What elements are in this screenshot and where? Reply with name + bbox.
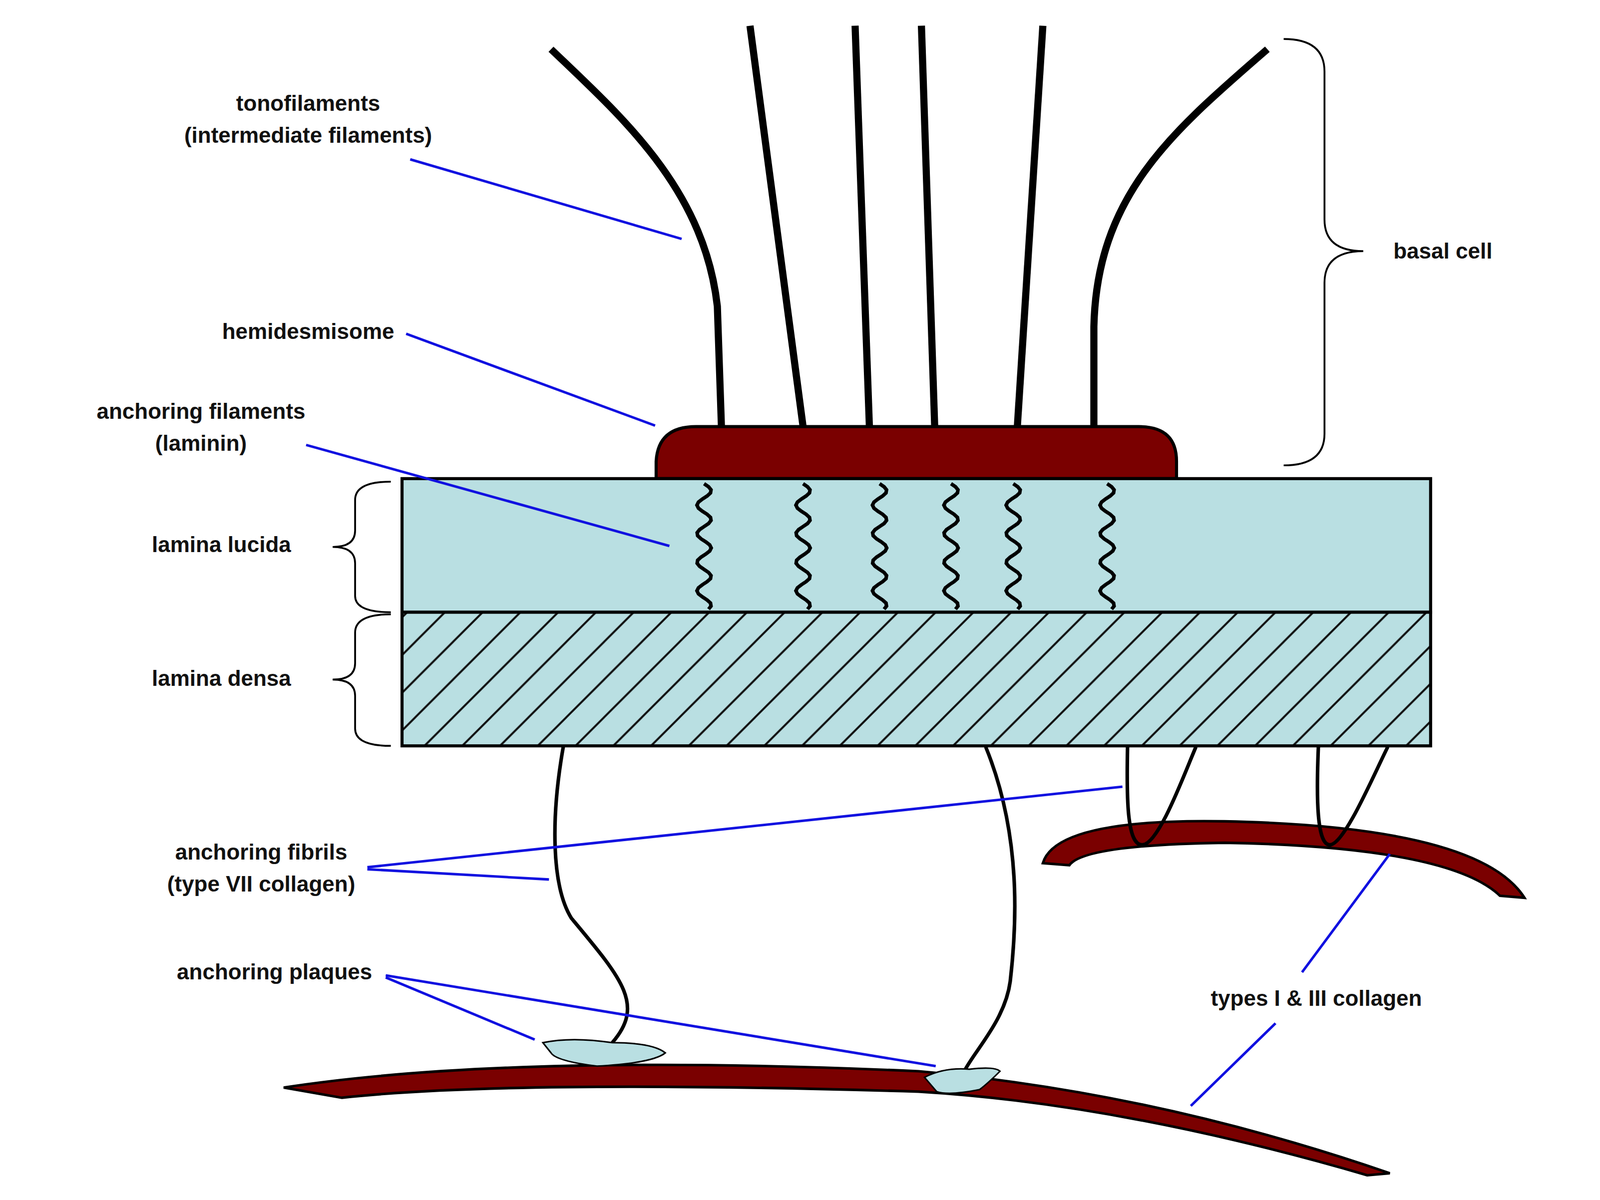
- lamina-lucida: [401, 478, 1431, 613]
- hemidesmosome-label: hemidesmisome: [222, 315, 395, 348]
- collagen-label: types I & III collagen: [1210, 983, 1422, 1016]
- anchoring-plaque: [542, 1040, 666, 1067]
- basal-cell-label: basal cell: [1393, 235, 1493, 268]
- lamina-lucida-label: lamina lucida: [151, 528, 292, 561]
- anchoring-filament: [1006, 483, 1021, 610]
- anchoring-plaque-label: anchoring plaques: [176, 956, 373, 989]
- tonofilaments: [550, 25, 1267, 427]
- anchoring-filament: [697, 483, 712, 610]
- anchoring-filament-label: anchoring filaments (laminin): [88, 395, 314, 460]
- lamina-densa-hatching: [401, 612, 1431, 747]
- anchoring-filament: [943, 483, 959, 610]
- anchoring-filament: [1100, 483, 1115, 610]
- hemidesmosome: [656, 426, 1177, 479]
- anchoring-fibrils: [554, 747, 1388, 1072]
- tonofilament-label: tonofilaments (intermediate filaments): [176, 87, 440, 152]
- brace: [332, 38, 1364, 747]
- leader-line: [306, 159, 1390, 1107]
- anchoring-plaque: [924, 1068, 1000, 1095]
- collagen-bundle: [1042, 821, 1525, 899]
- lamina-densa-label: lamina densa: [151, 662, 292, 695]
- anchoring-fibril-label: anchoring fibrils (type VII collagen): [159, 836, 364, 901]
- anchoring-filament: [796, 483, 811, 610]
- collagen-bundle: [283, 1065, 1390, 1176]
- lamina-densa: [401, 612, 1431, 747]
- anchoring-filaments: [697, 483, 1115, 610]
- anchoring-filament: [872, 483, 887, 610]
